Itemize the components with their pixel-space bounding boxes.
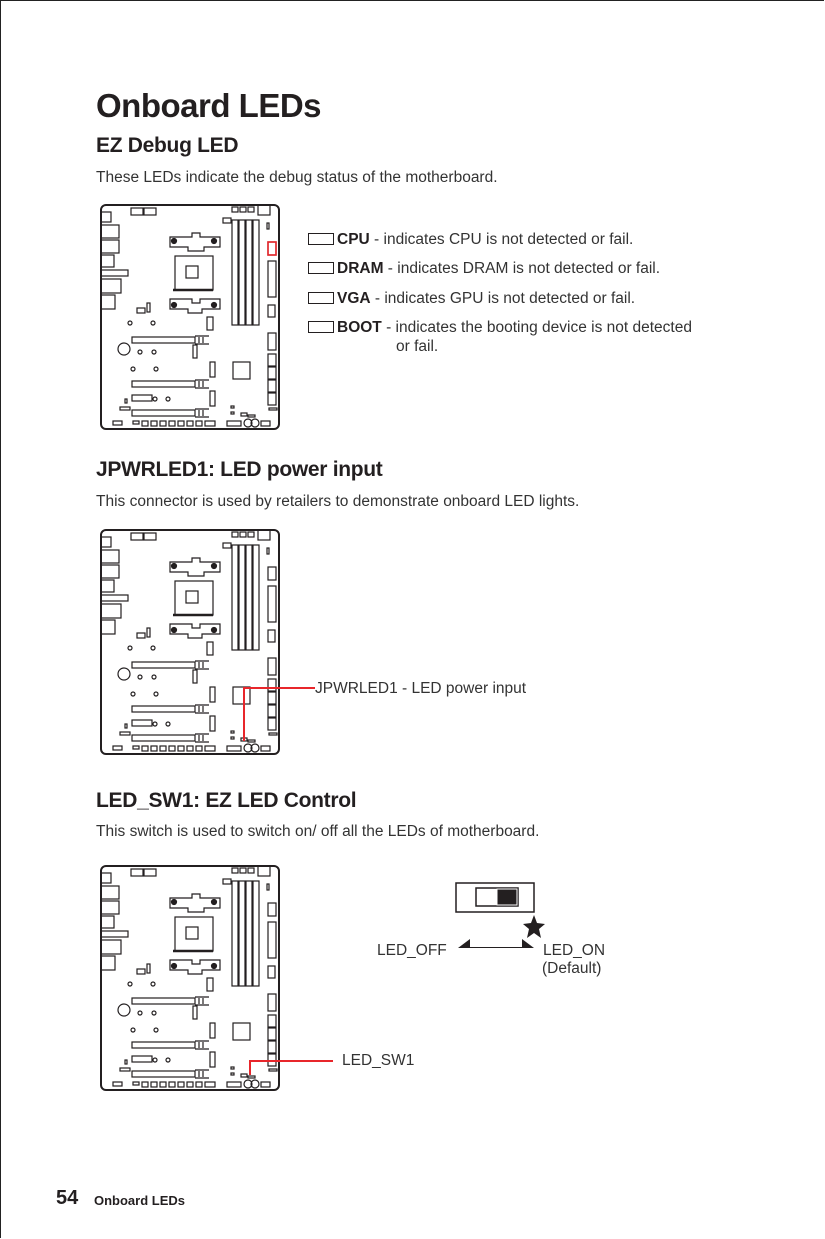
motherboard-diagram-jpwrled bbox=[99, 528, 281, 756]
footer-section: Onboard LEDs bbox=[94, 1193, 186, 1208]
led-icon bbox=[308, 321, 334, 333]
led-icon bbox=[308, 262, 334, 274]
switch-knob bbox=[496, 888, 518, 906]
legend-item-cpu: CPU - indicates CPU is not detected or f… bbox=[308, 231, 633, 249]
default-label: (Default) bbox=[542, 960, 602, 977]
ez-debug-led-highlight bbox=[267, 241, 277, 256]
jpwrled-callout: JPWRLED1 - LED power input bbox=[315, 680, 527, 697]
led-off-label: LED_OFF bbox=[377, 942, 447, 959]
led-sw-callout: LED_SW1 bbox=[342, 1052, 415, 1069]
legend-item-boot: BOOT - indicates the booting device is n… bbox=[308, 319, 692, 337]
legend-item-vga: VGA - indicates GPU is not detected or f… bbox=[308, 290, 635, 308]
led-icon bbox=[308, 233, 334, 245]
ez-debug-description: These LEDs indicate the debug status of … bbox=[96, 169, 498, 186]
led-icon bbox=[308, 292, 334, 304]
led-sw-pointer-line bbox=[249, 1060, 251, 1075]
default-star-icon bbox=[523, 915, 545, 938]
led-sw-pointer-line bbox=[249, 1060, 333, 1062]
legend-item-boot-cont: or fail. bbox=[396, 338, 439, 355]
jpwrled-heading: JPWRLED1: LED power input bbox=[96, 458, 383, 481]
led-sw-description: This switch is used to switch on/ off al… bbox=[96, 823, 540, 840]
page-title: Onboard LEDs bbox=[96, 87, 322, 124]
motherboard-diagram-ez-debug bbox=[99, 203, 281, 431]
switch-diagram bbox=[455, 882, 545, 948]
led-on-label: LED_ON bbox=[543, 942, 606, 959]
double-arrow-icon bbox=[458, 939, 534, 948]
jpwrled-description: This connector is used by retailers to d… bbox=[96, 493, 580, 510]
led-sw-heading: LED_SW1: EZ LED Control bbox=[96, 789, 357, 812]
ez-debug-heading: EZ Debug LED bbox=[96, 134, 239, 157]
legend-item-dram: DRAM - indicates DRAM is not detected or… bbox=[308, 260, 660, 278]
jpwrled-pointer-line bbox=[243, 687, 245, 741]
jpwrled-pointer-line bbox=[243, 687, 315, 689]
page-number: 54 bbox=[56, 1187, 79, 1209]
